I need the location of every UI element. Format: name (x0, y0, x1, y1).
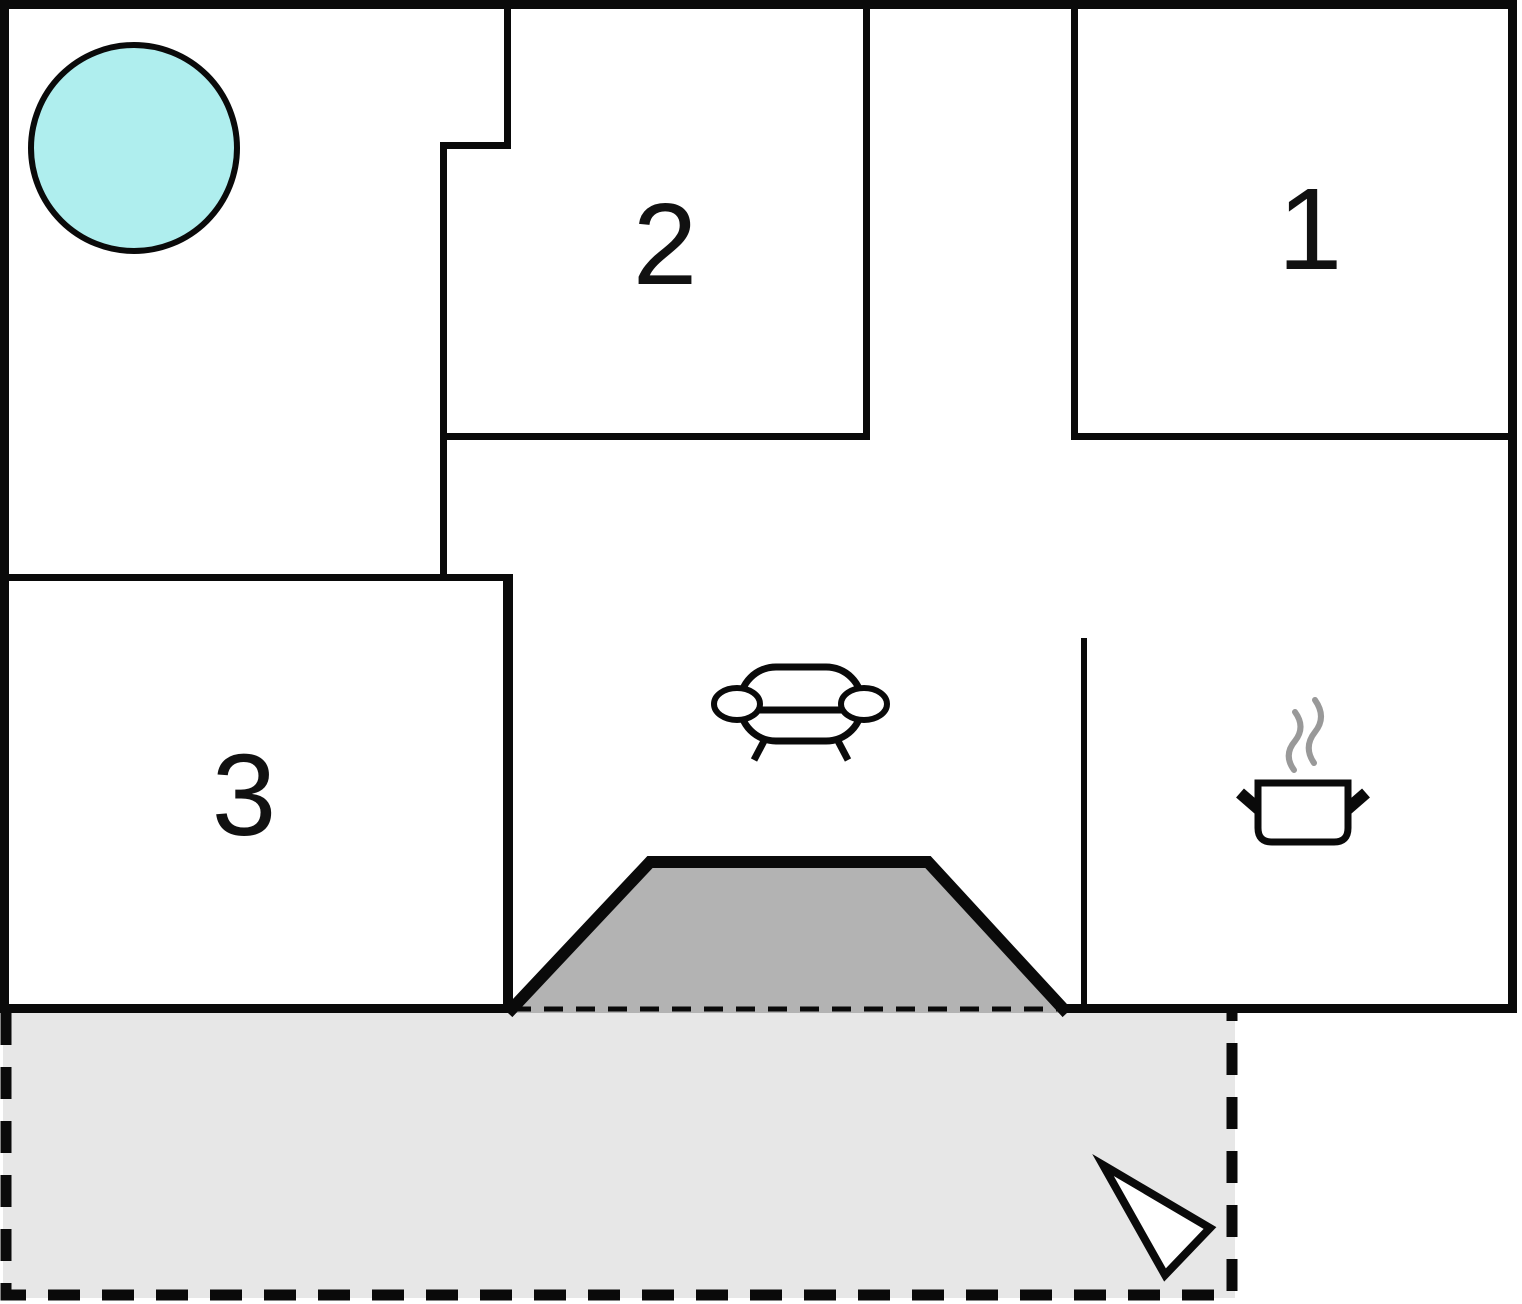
sofa-icon (711, 663, 890, 762)
hot-tub-icon (28, 42, 240, 254)
wall-room2-left-upper (504, 9, 511, 148)
sofa-leg-right (834, 739, 852, 762)
wall-room2-notch (440, 142, 511, 149)
wall-kitchen-divider (1081, 638, 1087, 1013)
wall-exterior-bottom-left (0, 1004, 512, 1013)
terrace (0, 1013, 1238, 1301)
wall-room2-left-lower (440, 142, 447, 580)
wall-exterior-bottom-right (1065, 1004, 1517, 1013)
wall-room3-right (503, 574, 513, 1013)
steam-wave-left (1285, 709, 1304, 773)
room-1-label: 1 (1278, 164, 1343, 294)
wall-exterior-top (0, 0, 1517, 9)
sofa-armrest-right (838, 685, 890, 723)
wall-room2-right (863, 9, 870, 440)
wall-exterior-right (1508, 0, 1517, 1013)
north-arrow-icon (1092, 1154, 1217, 1282)
terrace-area (3, 1013, 1235, 1298)
wall-room2-bottom (440, 433, 870, 440)
pot-body (1254, 779, 1352, 846)
wall-room3-top (0, 574, 513, 581)
sofa-armrest-left (711, 685, 763, 723)
room-3-label: 3 (212, 730, 277, 860)
wall-exterior-left (0, 0, 9, 1013)
porch-fill (508, 862, 1067, 1013)
porch-outline (503, 856, 1072, 1018)
wall-room1-bottom (1071, 433, 1517, 440)
steam-wave-right (1305, 697, 1324, 766)
entrance-porch (503, 856, 1072, 1018)
sofa-leg-left (750, 739, 768, 762)
terrace-dashed-border (0, 1013, 1238, 1301)
walls (0, 0, 1517, 1013)
wall-room1-left (1071, 9, 1078, 440)
room-2-label: 2 (633, 179, 698, 309)
cooking-pot-icon (1236, 697, 1370, 846)
